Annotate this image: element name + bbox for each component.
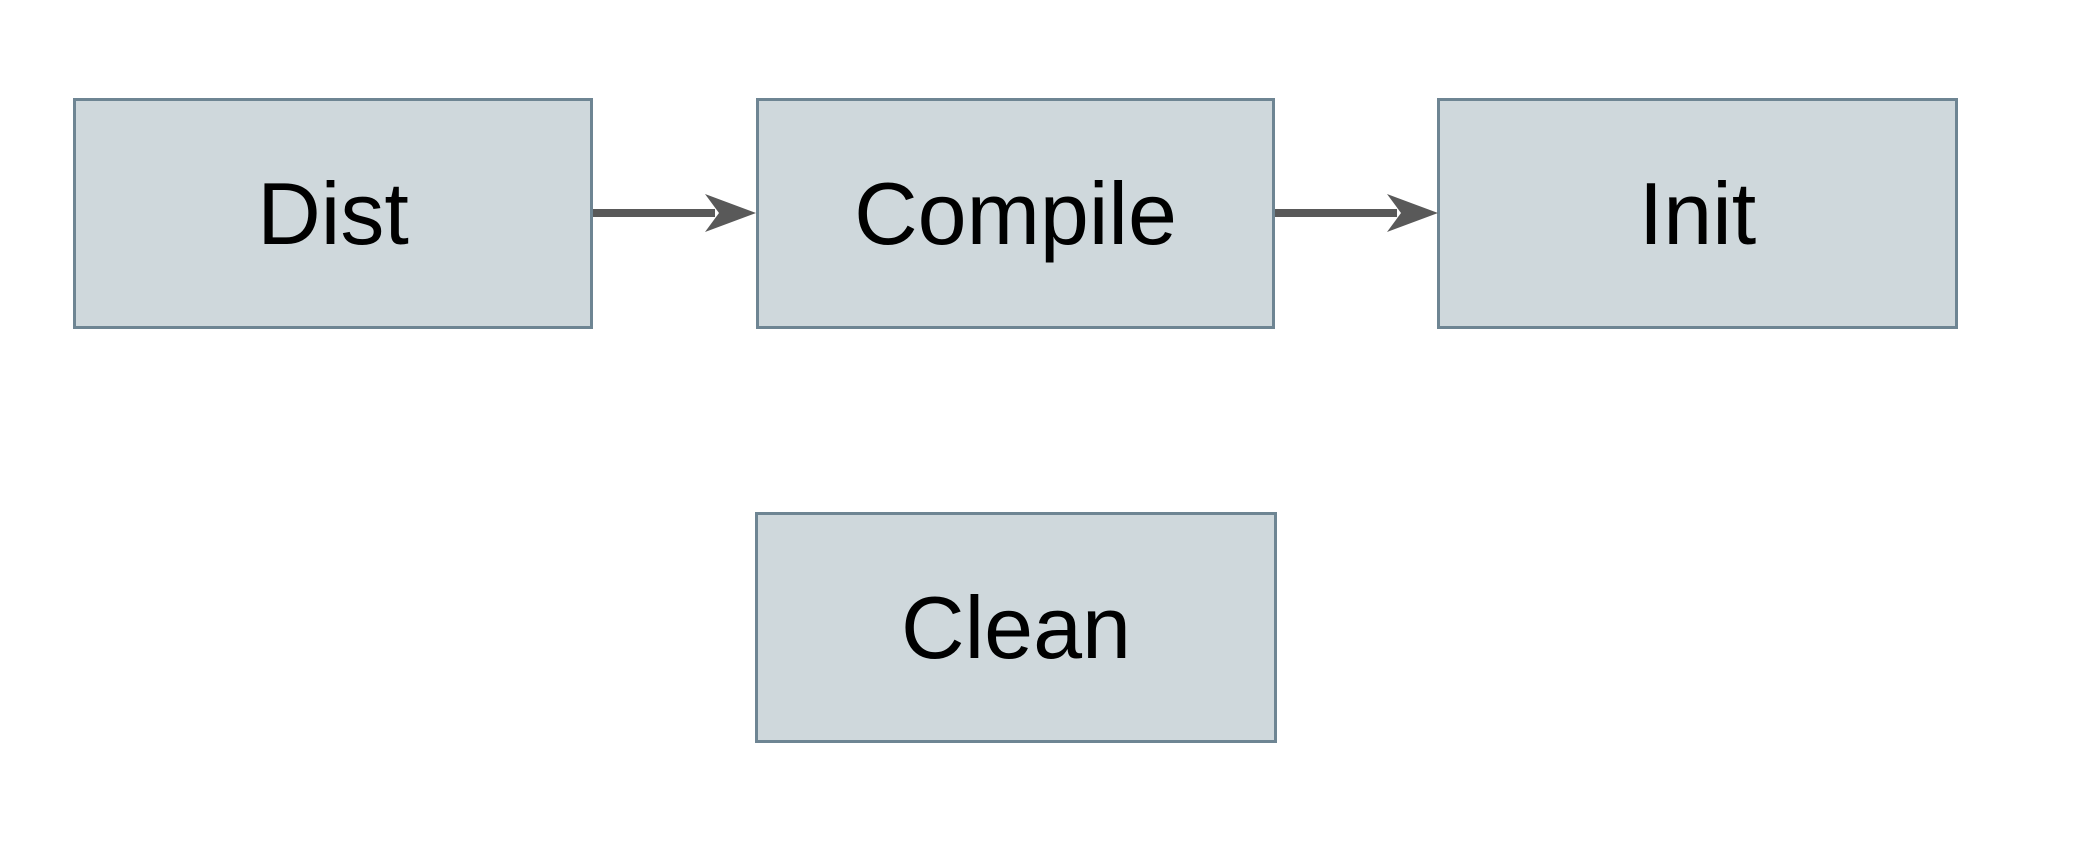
arrow-compile-to-init-icon (1275, 194, 1438, 232)
node-dist[interactable]: Dist (73, 98, 593, 329)
node-compile-label: Compile (854, 163, 1177, 263)
node-clean[interactable]: Clean (755, 512, 1277, 743)
node-compile[interactable]: Compile (756, 98, 1275, 329)
node-clean-label: Clean (901, 577, 1131, 677)
node-init[interactable]: Init (1437, 98, 1958, 329)
arrow-dist-to-compile-icon (593, 194, 756, 232)
node-init-label: Init (1638, 163, 1757, 263)
node-dist-label: Dist (257, 163, 409, 263)
